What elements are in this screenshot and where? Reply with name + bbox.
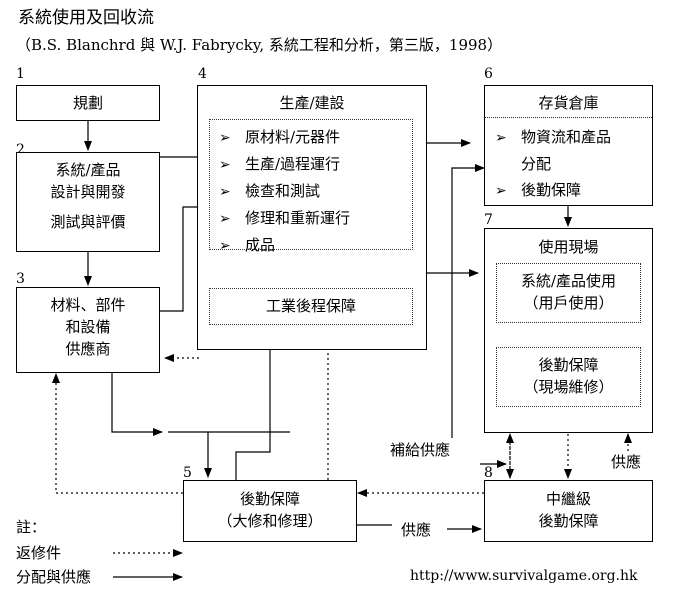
box6-divider bbox=[485, 117, 652, 118]
step-number-8: 8 bbox=[484, 465, 493, 481]
bullet-icon: ➢ bbox=[495, 183, 507, 199]
box8-line1: 中繼級 bbox=[545, 490, 591, 508]
box2-line2: 設計與開發 bbox=[50, 183, 126, 201]
box-design-development: 系統/產品 設計與開發 測試與評價 bbox=[16, 152, 160, 252]
label-replenish: 補給供應 bbox=[390, 441, 451, 459]
step-number-4: 4 bbox=[198, 66, 207, 82]
list-item: ➢原材料/元器件 bbox=[219, 124, 350, 151]
source-url: http://www.survivalgame.org.hk bbox=[410, 568, 638, 584]
box4-title: 生產/建設 bbox=[279, 94, 345, 112]
list-item: 分配 bbox=[521, 155, 552, 173]
box3-line2: 和設備 bbox=[65, 318, 111, 336]
arrow-3-to-5 bbox=[111, 372, 163, 436]
box7-title: 使用現場 bbox=[538, 238, 599, 256]
bullet-icon: ➢ bbox=[219, 157, 231, 173]
list-item: ➢物資流和產品 bbox=[495, 124, 611, 151]
diagram-subtitle: （B.S. Blanchrd 與 W.J. Fabrycky, 系統工程和分析，… bbox=[16, 36, 503, 54]
list-item: ➢生產/過程運行 bbox=[219, 151, 350, 178]
list-item: ➢檢查和測試 bbox=[219, 178, 350, 205]
box8-line2: 後勤保障 bbox=[538, 512, 599, 530]
box7-support-panel: 後勤保障 （現場維修） bbox=[496, 347, 641, 407]
box3-line3: 供應商 bbox=[65, 340, 111, 358]
legend-distribute: 分配與供應 bbox=[16, 568, 92, 586]
return-5-to-3 bbox=[52, 373, 183, 494]
legend-note: 註： bbox=[16, 518, 47, 536]
step-number-6: 6 bbox=[484, 66, 493, 82]
box-planning: 規劃 bbox=[16, 85, 160, 121]
box3-line1: 材料、部件 bbox=[50, 296, 126, 314]
step-number-5: 5 bbox=[183, 465, 192, 481]
box5-line1: 後勤保障 bbox=[239, 490, 300, 508]
arrow-5-to-4support bbox=[235, 326, 274, 480]
step-number-2: 2 bbox=[16, 142, 25, 158]
label-supply-right: 供應 bbox=[611, 453, 642, 471]
step-number-7: 7 bbox=[484, 212, 493, 228]
arrow-replenish bbox=[451, 164, 485, 438]
box6-item-list: ➢物資流和產品 分配 ➢後勤保障 bbox=[495, 124, 611, 204]
box2-line3: 測試與評價 bbox=[50, 213, 126, 231]
step-number-1: 1 bbox=[16, 66, 25, 82]
box6-title: 存貨倉庫 bbox=[538, 94, 599, 112]
bullet-icon: ➢ bbox=[219, 238, 231, 254]
label-supply-bottom: 供應 bbox=[401, 521, 432, 539]
bullet-icon: ➢ bbox=[219, 130, 231, 146]
legend-return: 返修件 bbox=[16, 544, 62, 562]
list-item: ➢後勤保障 bbox=[495, 177, 611, 204]
box-suppliers: 材料、部件 和設備 供應商 bbox=[16, 287, 160, 373]
box7-use-panel: 系統/產品使用 （用戶使用） bbox=[496, 263, 641, 323]
diagram-title: 系統使用及回收流 bbox=[18, 8, 154, 28]
arrow-3-to-4 bbox=[160, 203, 207, 312]
box4-items-panel bbox=[209, 119, 413, 250]
step-number-3: 3 bbox=[16, 271, 25, 287]
box4-support: 工業後程保障 bbox=[209, 288, 413, 325]
box5-line2: （大修和修理） bbox=[217, 512, 323, 530]
box-intermediate-support: 中繼級 後勤保障 bbox=[484, 480, 653, 542]
bullet-icon: ➢ bbox=[219, 184, 231, 200]
list-item: ➢成品 bbox=[219, 232, 350, 259]
list-item: ➢修理和重新運行 bbox=[219, 205, 350, 232]
box-maintenance: 後勤保障 （大修和修理） bbox=[183, 480, 357, 542]
box2-line1: 系統/產品 bbox=[55, 161, 121, 179]
box4-item-list: ➢原材料/元器件 ➢生產/過程運行 ➢檢查和測試 ➢修理和重新運行 ➢成品 bbox=[219, 124, 350, 259]
bullet-icon: ➢ bbox=[495, 130, 507, 146]
box-warehouse: 存貨倉庫 bbox=[484, 85, 653, 206]
box-planning-label: 規劃 bbox=[72, 94, 103, 112]
bullet-icon: ➢ bbox=[219, 211, 231, 227]
